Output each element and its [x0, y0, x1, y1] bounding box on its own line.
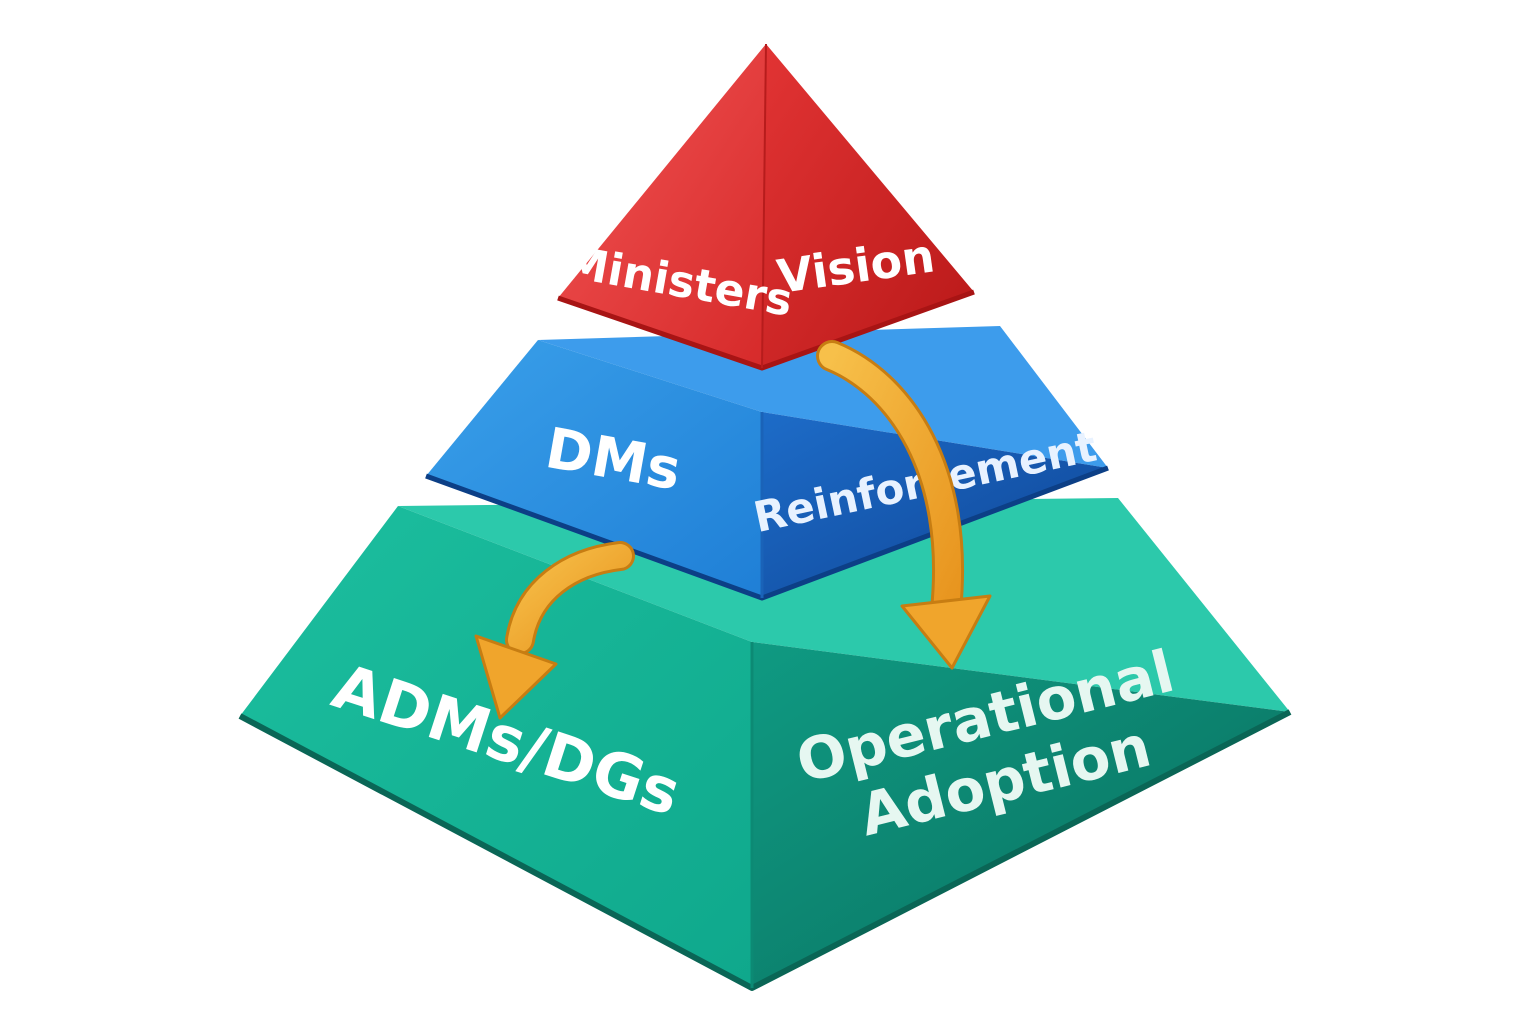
layer-top: [557, 43, 975, 371]
layer-middle-top-face: [538, 326, 1108, 468]
layer-bottom-left-face: [240, 506, 752, 988]
layer-top-right-face: [762, 44, 974, 368]
layer-bottom-right-face: [752, 642, 1290, 988]
arrow-right: [816, 340, 992, 670]
layer-top-left-face: [558, 44, 766, 368]
layer-middle-left-face: [426, 340, 762, 598]
arrow-left: [474, 541, 635, 720]
